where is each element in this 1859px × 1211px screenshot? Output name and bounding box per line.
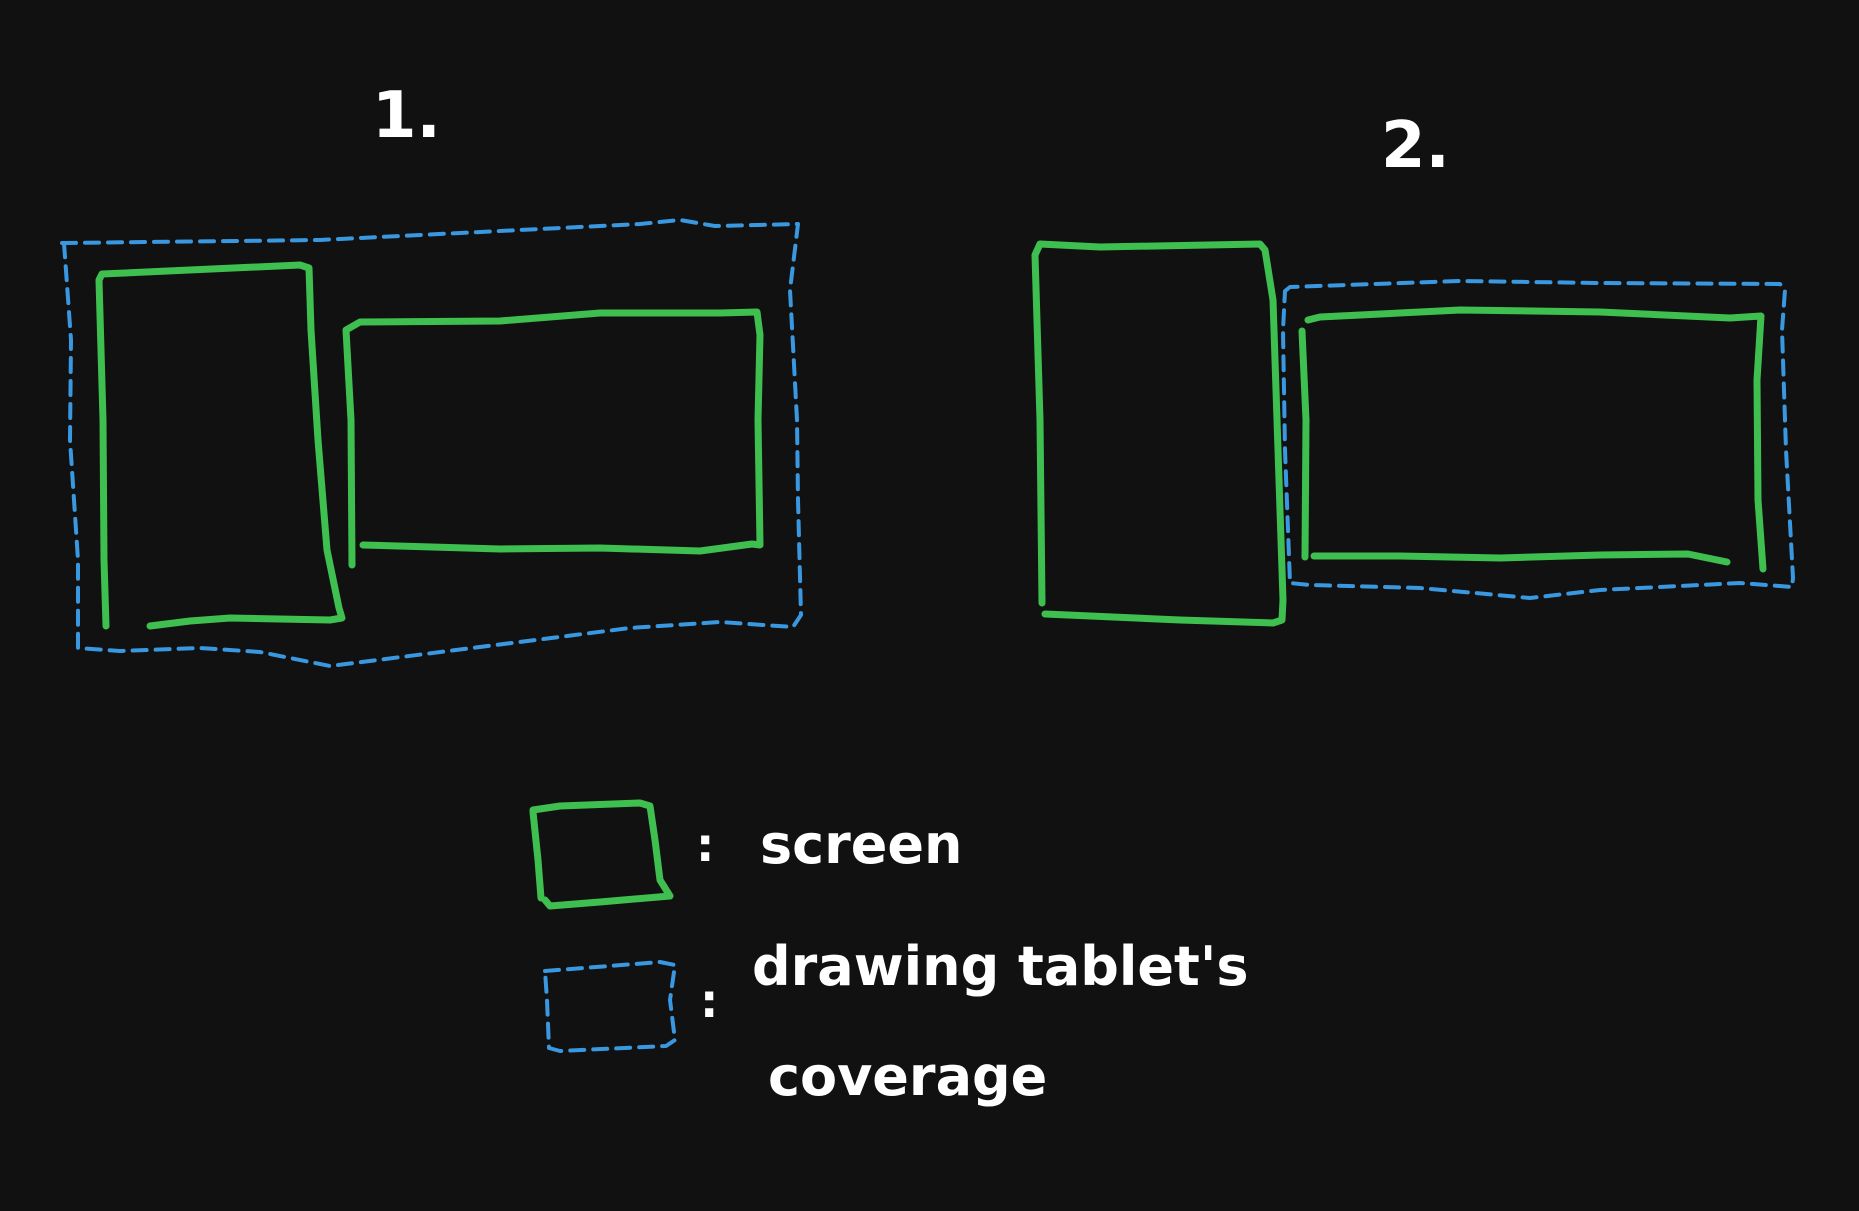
diagram-1-label: 1. xyxy=(372,79,441,153)
diagram-1-tablet-coverage xyxy=(60,218,803,668)
diagram-1-left-screen xyxy=(95,261,346,630)
legend-screen-separator: : xyxy=(696,818,715,872)
legend-screen-swatch xyxy=(529,799,674,910)
diagram-1-right-screen xyxy=(342,308,764,569)
legend-screen-label: screen xyxy=(760,813,963,876)
legend-coverage-label-line2: coverage xyxy=(768,1045,1048,1108)
diagram-2-tablet-coverage xyxy=(1281,279,1795,600)
legend-swatches xyxy=(529,799,677,1053)
diagram-1-group xyxy=(60,218,803,668)
diagram-2-group xyxy=(1031,240,1795,627)
legend-coverage-label-line1: drawing tablet's xyxy=(752,935,1249,998)
legend-coverage-separator: : xyxy=(700,974,719,1028)
diagram-2-label: 2. xyxy=(1381,109,1450,183)
diagram-2-left-screen xyxy=(1031,240,1287,627)
legend-coverage-swatch xyxy=(543,960,677,1053)
diagram-2-right-screen xyxy=(1298,306,1767,573)
